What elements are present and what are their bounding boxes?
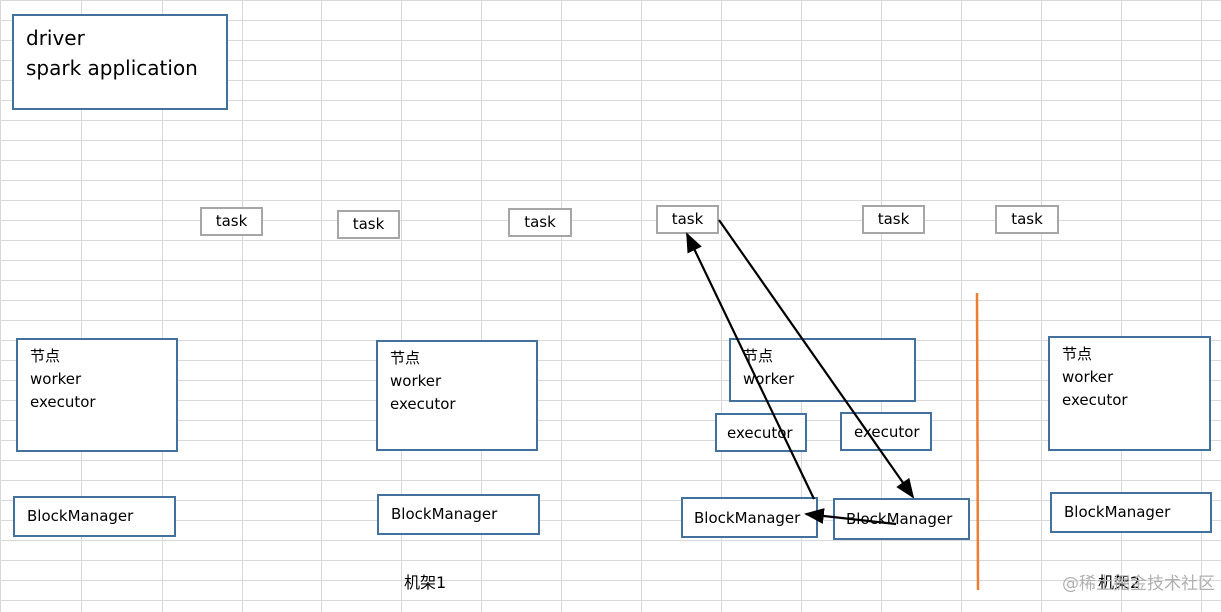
task-box-2: task — [337, 210, 400, 239]
task-box-3: task — [508, 208, 572, 237]
watermark-text: @稀土掘金技术社区 — [1062, 574, 1215, 594]
worker-label: worker — [390, 372, 442, 390]
executor-label: executor — [1062, 391, 1128, 409]
task-box-1: task — [200, 207, 263, 236]
task-box-4: task — [656, 205, 719, 234]
worker-label: worker — [743, 370, 795, 388]
worker-label: worker — [1062, 368, 1114, 386]
executor-label: executor — [30, 393, 96, 411]
driver-box: driver spark application — [12, 14, 228, 110]
block-manager-box-4: BlockManager — [833, 498, 970, 540]
block-manager-box-1: BlockManager — [13, 496, 176, 537]
executor-box-2: executor — [840, 412, 932, 451]
node-label: 节点 — [30, 347, 61, 365]
task-box-5: task — [862, 205, 925, 234]
rack-2-label: 机架2 — [1098, 573, 1141, 592]
node-label: 节点 — [390, 349, 421, 367]
worker-label: worker — [30, 370, 82, 388]
executor-label: executor — [390, 395, 456, 413]
task-box-6: task — [995, 205, 1059, 234]
block-manager-box-5: BlockManager — [1050, 492, 1212, 533]
node-box-4: 节点 worker executor — [1048, 336, 1211, 451]
node-box-3: 节点 worker — [729, 338, 916, 402]
block-manager-box-2: BlockManager — [377, 494, 540, 535]
node-label: 节点 — [1062, 345, 1093, 363]
block-manager-box-3: BlockManager — [681, 497, 818, 538]
driver-label: driver — [26, 26, 85, 50]
executor-box-1: executor — [715, 413, 807, 452]
node-box-1: 节点 worker executor — [16, 338, 178, 452]
node-box-2: 节点 worker executor — [376, 340, 538, 451]
node-label: 节点 — [743, 347, 774, 365]
rack-1-label: 机架1 — [404, 573, 447, 592]
spark-application-label: spark application — [26, 56, 198, 80]
